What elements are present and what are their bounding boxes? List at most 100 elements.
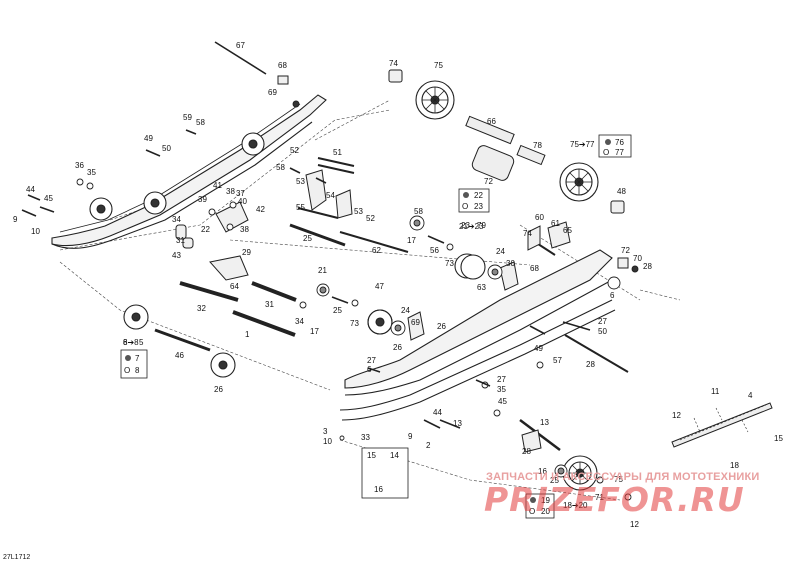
range-labels: 75➔77 21➔23 6➔8 18➔20 <box>123 140 595 510</box>
callout-label: 50 <box>598 327 607 336</box>
callout-label: 27 <box>598 317 607 326</box>
callout-label: 38 <box>240 225 249 234</box>
callout-label: 48 <box>617 187 626 196</box>
shaft-57 <box>564 334 629 373</box>
callout-label: 68 <box>278 61 287 70</box>
rod-51 <box>317 157 355 167</box>
callout-label: 24 <box>496 247 505 256</box>
callout-label: 35 <box>497 385 506 394</box>
kit-item-23: 23 <box>474 202 483 211</box>
callout-label: 10 <box>31 227 40 236</box>
callout-label: 5 <box>139 338 144 347</box>
callout-label: 74 <box>389 59 398 68</box>
callout-label: 13 <box>540 418 549 427</box>
callout-label: 37 <box>236 189 245 198</box>
o-ring-symbol: O <box>124 366 130 375</box>
callout-label: 45 <box>498 397 507 406</box>
callout-label: 16 <box>538 467 547 476</box>
callout-label: 2 <box>426 441 431 450</box>
shaft-5 <box>154 328 211 352</box>
shaft-67 <box>214 41 267 75</box>
callout-label: 58 <box>196 118 205 127</box>
diagram-reference-code: 27L1712 <box>3 554 31 561</box>
callout-label: 61 <box>551 219 560 228</box>
left-rail-assembly <box>51 94 327 249</box>
callout-label: 68 <box>530 264 539 273</box>
callout-labels: 67 68 69 74 75 59 58 66 78 49 50 52 51 5… <box>13 41 783 529</box>
callout-label: 49 <box>144 134 153 143</box>
bushing-31 <box>182 237 194 249</box>
kit-item-15: 15 <box>367 451 376 460</box>
callout-label: 52 <box>366 214 375 223</box>
callout-label: 50 <box>162 144 171 153</box>
callout-label: 25 <box>303 234 312 243</box>
bracket-24-bottom <box>521 429 542 453</box>
wheel-21-upper <box>460 254 486 280</box>
kit-item-77: 77 <box>615 148 624 157</box>
callout-label: 10 <box>323 437 332 446</box>
o-ring-symbol: O <box>529 507 535 516</box>
callout-label: 11 <box>711 387 720 396</box>
shaft-48 <box>289 223 346 247</box>
callout-label: 72 <box>484 177 493 186</box>
stopper-74-right <box>610 200 625 214</box>
kit-item-8: 8 <box>135 366 140 375</box>
spacer-66 <box>465 115 515 145</box>
kit-item-14: 14 <box>390 451 399 460</box>
callout-label: 22 <box>201 225 210 234</box>
callout-label: 35 <box>87 168 96 177</box>
callout-label: 27 <box>367 356 376 365</box>
bracket-54 <box>335 189 353 219</box>
bracket-60-61 <box>547 221 571 249</box>
range-label-75-77: 75➔77 <box>570 140 595 149</box>
callout-label: 3 <box>323 427 328 436</box>
watermark-logo: PRIZEFOR.RU <box>484 480 745 519</box>
callout-label: 9 <box>408 432 413 441</box>
callout-label: 6 <box>610 291 615 300</box>
callout-label: 58 <box>414 207 423 216</box>
callout-label: 64 <box>230 282 239 291</box>
callout-label: 36 <box>75 161 84 170</box>
callout-label: 29 <box>242 248 251 257</box>
callout-label: 28 <box>522 447 531 456</box>
large-wheel-mid <box>559 162 599 202</box>
callout-label: 38 <box>226 187 235 196</box>
callout-label: 49 <box>534 344 543 353</box>
bracket-24-left <box>407 311 425 341</box>
callout-label: 23 <box>461 221 470 230</box>
callout-label: 6 <box>367 365 372 374</box>
callout-label: 51 <box>333 148 342 157</box>
callout-label: 69 <box>411 318 420 327</box>
callout-label: 53 <box>354 207 363 216</box>
kit-box-19-20: 19 20 O <box>525 493 555 519</box>
callout-label: 31 <box>176 236 185 245</box>
callout-label: 69 <box>268 88 277 97</box>
callout-label: 73 <box>350 319 359 328</box>
callout-label: 15 <box>774 434 783 443</box>
kit-box-14-16: 15 14 16 <box>361 447 409 499</box>
bracket-53 <box>305 169 327 211</box>
callout-label: 32 <box>197 304 206 313</box>
callout-label: 26 <box>214 385 223 394</box>
callout-label: 34 <box>172 215 181 224</box>
range-label-6-8: 6➔8 <box>123 338 139 347</box>
callout-label: 71 <box>595 493 604 502</box>
callout-label: 47 <box>375 282 384 291</box>
callout-label: 28 <box>586 360 595 369</box>
callout-label: 12 <box>672 411 681 420</box>
rod-55 <box>297 207 339 219</box>
callout-label: 26 <box>393 343 402 352</box>
bracket-68-right <box>617 257 629 269</box>
callout-label: 58 <box>276 163 285 172</box>
bracket-29-30 <box>209 255 249 281</box>
bolts <box>21 129 591 429</box>
shaft-47 <box>179 281 239 302</box>
stopper-74-top <box>388 69 403 83</box>
callout-label: 67 <box>236 41 245 50</box>
callout-label: 46 <box>175 351 184 360</box>
callout-label: 41 <box>213 181 222 190</box>
assembly-dashed-lines <box>59 99 681 501</box>
callout-label: 73 <box>445 259 454 268</box>
kit-item-76: 76 <box>615 138 624 147</box>
